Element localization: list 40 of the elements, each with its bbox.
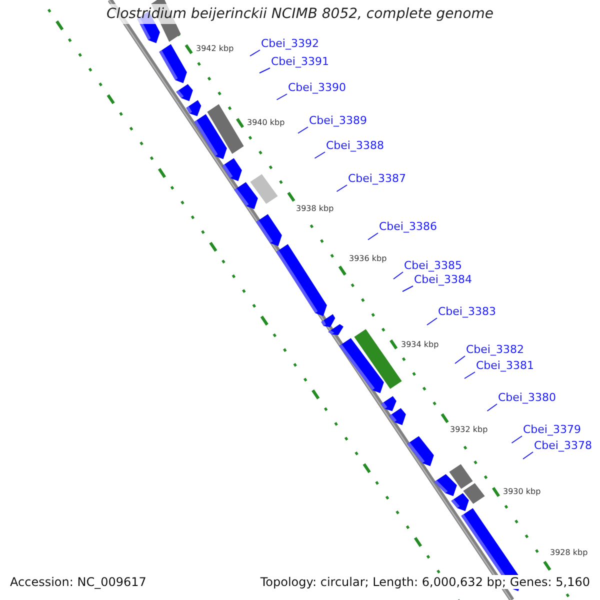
leader-line (464, 372, 476, 379)
leader-line (314, 152, 326, 159)
scale-label: 3940 kbp (247, 118, 285, 128)
scale-label: 3932 kbp (450, 425, 488, 435)
leader-line (522, 452, 534, 460)
leader-line (486, 404, 498, 412)
leader-line (393, 272, 404, 280)
gene-label: Cbei_3378 (534, 439, 592, 452)
gene-label: Cbei_3391 (271, 55, 329, 68)
leader-line (298, 126, 308, 134)
footer-text: Accession: NC_009617 (10, 575, 146, 589)
leader-line (426, 318, 438, 326)
gene-label: Cbei_3381 (476, 359, 534, 372)
gene-label: Cbei_3389 (309, 114, 367, 127)
leader-line (276, 94, 288, 100)
leader-line (250, 50, 260, 56)
gene-label: Cbei_3385 (404, 259, 462, 272)
leader-line (368, 232, 378, 240)
scale-label: 3928 kbp (550, 548, 588, 558)
gene-label: Cbei_3380 (498, 391, 556, 404)
leader-line (259, 68, 270, 74)
leader-line (511, 436, 522, 444)
gene-label: Cbei_3388 (326, 139, 384, 152)
leader-line (402, 286, 414, 292)
gene-label: Cbei_3384 (414, 273, 472, 286)
gene-label: Cbei_3382 (466, 343, 524, 356)
scale-label: 3942 kbp (196, 44, 234, 54)
footer-text: Topology: circular; Length: 6,000,632 bp; Genes: 5,160 (260, 575, 590, 589)
scale-label: 3938 kbp (296, 204, 334, 214)
scale-label: 3930 kbp (503, 487, 541, 497)
leader-line (336, 184, 348, 192)
gene-label: Cbei_3379 (523, 423, 581, 436)
gene-label: Cbei_3390 (288, 81, 346, 94)
scale-label: 3936 kbp (349, 254, 387, 264)
gene-label: Cbei_3392 (261, 37, 319, 50)
scale-label: 3934 kbp (401, 340, 439, 350)
gene-label: Cbei_3387 (348, 172, 406, 185)
gene-label: Cbei_3383 (438, 305, 496, 318)
leader-line (454, 356, 466, 364)
gene-label: Cbei_3386 (379, 220, 437, 233)
